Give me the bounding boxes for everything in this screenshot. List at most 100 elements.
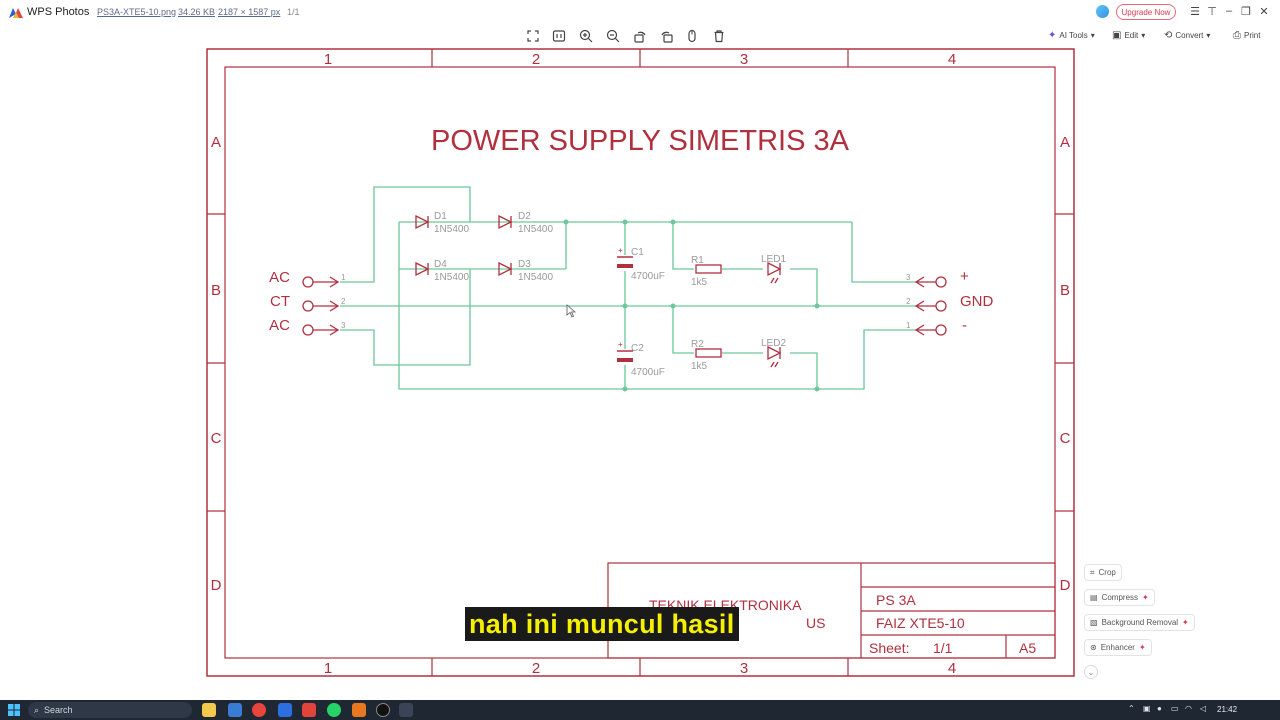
- edit-icon: ▣: [1112, 30, 1122, 41]
- diode-name: D4: [434, 259, 447, 270]
- pin-number: 1: [341, 273, 346, 282]
- pin-number: 2: [341, 297, 346, 306]
- zoom-in-icon[interactable]: [579, 29, 593, 43]
- convert-menu[interactable]: ⟲ Convert ▾: [1164, 30, 1211, 41]
- column-label: 4: [948, 660, 956, 677]
- diode-name: D1: [434, 211, 447, 222]
- column-label: 3: [740, 660, 748, 677]
- compress-button[interactable]: ▤Compress✦: [1084, 589, 1155, 606]
- input-label-ct: CT: [270, 293, 290, 310]
- tray-app-icon[interactable]: ▣: [1143, 704, 1151, 713]
- enhancer-button[interactable]: ⊛Enhancer✦: [1084, 639, 1152, 656]
- enhancer-icon: ⊛: [1090, 643, 1097, 652]
- print-button[interactable]: ⎙ Print: [1233, 30, 1261, 41]
- project-name: PS 3A: [876, 592, 916, 608]
- app-name: WPS Photos: [27, 6, 90, 18]
- crop-icon: ⌗: [1090, 567, 1095, 577]
- row-label: D: [211, 577, 222, 594]
- row-label: B: [1060, 282, 1070, 299]
- row-label: C: [1060, 430, 1071, 447]
- app-icon[interactable]: [228, 703, 242, 717]
- search-icon: ⌕: [34, 704, 40, 715]
- app-icon[interactable]: [352, 703, 366, 717]
- diode-symbols: [415, 214, 513, 277]
- microphone-icon[interactable]: ●: [1157, 704, 1162, 713]
- collapse-panel-icon[interactable]: ⌄: [1084, 665, 1098, 679]
- row-label: A: [1060, 134, 1070, 151]
- column-label: 1: [324, 660, 332, 677]
- pin-number: 2: [906, 297, 911, 306]
- image-dimensions[interactable]: 2187 × 1587 px: [218, 7, 281, 17]
- resistor-value: 1k5: [691, 277, 708, 288]
- premium-icon: ✦: [1182, 618, 1189, 627]
- title-bar: WPS Photos PS3A-XTE5-10.png 34.26 KB 218…: [0, 0, 1280, 24]
- taskbar-search[interactable]: ⌕ Search: [28, 702, 192, 718]
- delete-icon[interactable]: [712, 29, 726, 43]
- app-icon[interactable]: [278, 703, 292, 717]
- minimize-icon[interactable]: –: [1225, 5, 1233, 17]
- taskbar-clock[interactable]: 21:42: [1217, 705, 1238, 714]
- rotate-right-icon[interactable]: [660, 29, 674, 43]
- app-icon[interactable]: [376, 703, 390, 717]
- diode-value: 1N5400: [434, 224, 469, 235]
- organization-line2: US: [806, 615, 825, 631]
- diode-value: 1N5400: [518, 224, 553, 235]
- svg-text:+: +: [618, 340, 623, 349]
- background-removal-icon: ▧: [1090, 618, 1098, 627]
- restore-icon[interactable]: ❐: [1241, 6, 1251, 18]
- hand-tool-icon[interactable]: [685, 29, 699, 43]
- menu-icon[interactable]: ☰: [1190, 6, 1200, 18]
- upgrade-now-button[interactable]: Upgrade Now: [1116, 4, 1176, 20]
- edit-menu[interactable]: ▣ Edit ▾: [1112, 30, 1146, 41]
- chevron-down-icon: ▾: [1141, 31, 1146, 40]
- windows-start-icon[interactable]: [8, 704, 20, 716]
- capacitor-value: 4700uF: [631, 367, 665, 378]
- wps-photos-taskbar-icon[interactable]: [399, 703, 413, 717]
- network-icon[interactable]: ▭: [1171, 704, 1179, 713]
- sheet-label: Sheet:: [869, 640, 909, 656]
- pin-number: 1: [906, 321, 911, 330]
- tray-chevron-icon[interactable]: ⌃: [1128, 704, 1135, 713]
- diode-name: D3: [518, 259, 531, 270]
- output-label-gnd: GND: [960, 293, 994, 310]
- wifi-icon[interactable]: ◠: [1185, 704, 1192, 713]
- volume-icon[interactable]: ◁: [1200, 704, 1207, 713]
- convert-icon: ⟲: [1164, 30, 1173, 41]
- file-name[interactable]: PS3A-XTE5-10.png: [97, 7, 177, 17]
- sparkle-icon: ✦: [1048, 30, 1057, 41]
- user-avatar[interactable]: [1096, 5, 1109, 18]
- app-icon[interactable]: [302, 703, 316, 717]
- resistor-name: R1: [691, 255, 704, 266]
- fullscreen-icon[interactable]: [526, 29, 540, 43]
- column-dividers: [207, 49, 1074, 676]
- crop-button[interactable]: ⌗Crop: [1084, 564, 1122, 581]
- chrome-icon[interactable]: [252, 703, 266, 717]
- row-label: D: [1060, 577, 1071, 594]
- rotate-left-icon[interactable]: [633, 29, 647, 43]
- row-label: C: [211, 430, 222, 447]
- windows-taskbar: ⌕ Search ⌃ ▣ ● ▭ ◠ ◁ 21:42: [0, 700, 1280, 720]
- actual-size-icon[interactable]: [552, 29, 566, 43]
- pin-number: 3: [906, 273, 911, 282]
- ai-tools-menu[interactable]: ✦ AI Tools ▾: [1048, 30, 1095, 41]
- capacitor-symbols: + +: [617, 246, 633, 362]
- diode-value: 1N5400: [518, 272, 553, 283]
- paper-size: A5: [1019, 640, 1036, 656]
- background-removal-button[interactable]: ▧Background Removal✦: [1084, 614, 1195, 631]
- close-icon[interactable]: ✕: [1259, 6, 1269, 18]
- pin-icon[interactable]: ⊤: [1207, 6, 1217, 18]
- diode-name: D2: [518, 211, 531, 222]
- output-label-negative: -: [962, 317, 967, 334]
- zoom-out-icon[interactable]: [606, 29, 620, 43]
- chevron-down-icon: ▾: [1090, 31, 1095, 40]
- row-label: B: [211, 282, 221, 299]
- whatsapp-icon[interactable]: [327, 703, 341, 717]
- file-explorer-icon[interactable]: [202, 703, 216, 717]
- wps-logo-icon: [9, 8, 23, 18]
- junction-dots: [563, 219, 820, 392]
- author-name: FAIZ XTE5-10: [876, 615, 965, 631]
- file-size[interactable]: 34.26 KB: [178, 7, 216, 17]
- chevron-down-icon: ▾: [1206, 31, 1211, 40]
- column-label: 4: [948, 51, 956, 68]
